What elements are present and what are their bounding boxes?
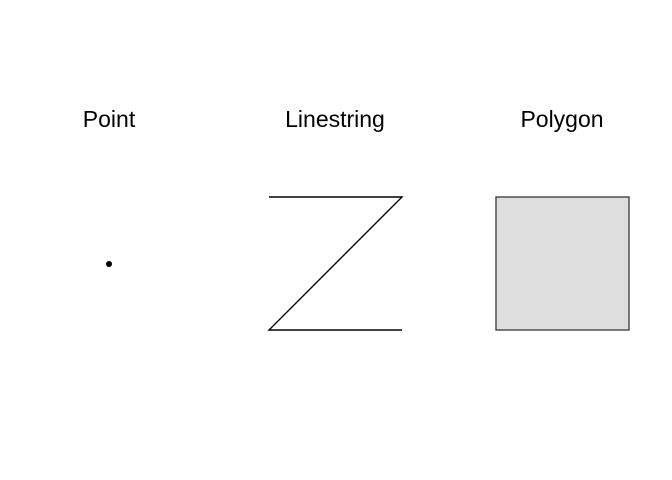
polygon-geometry	[495, 196, 630, 331]
linestring-geometry	[267, 196, 404, 331]
point-geometry	[106, 261, 112, 267]
linestring-title: Linestring	[285, 106, 385, 132]
polygon-title: Polygon	[520, 106, 603, 132]
point-title: Point	[83, 106, 136, 132]
